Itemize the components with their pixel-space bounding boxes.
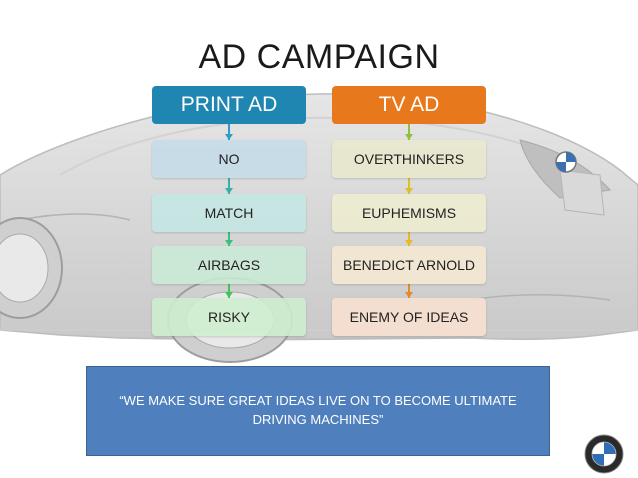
print-item-risky: RISKY [152,298,306,336]
bmw-logo-icon [584,434,624,474]
tv-item-overthinkers: OVERTHINKERS [332,140,486,178]
print-item-airbags: AIRBAGS [152,246,306,284]
quote-text: “WE MAKE SURE GREAT IDEAS LIVE ON TO BEC… [119,393,517,427]
print-item-match: MATCH [152,194,306,232]
tv-item-euphemisms: EUPHEMISMS [332,194,486,232]
tv-item-benedict-arnold: BENEDICT ARNOLD [332,246,486,284]
tv-item-enemy-of-ideas: ENEMY OF IDEAS [332,298,486,336]
campaign-quote: “WE MAKE SURE GREAT IDEAS LIVE ON TO BEC… [86,366,550,456]
print-ad-header: PRINT AD [152,86,306,124]
tv-ad-header: TV AD [332,86,486,124]
print-item-no: NO [152,140,306,178]
slide-title: AD CAMPAIGN [198,38,440,76]
